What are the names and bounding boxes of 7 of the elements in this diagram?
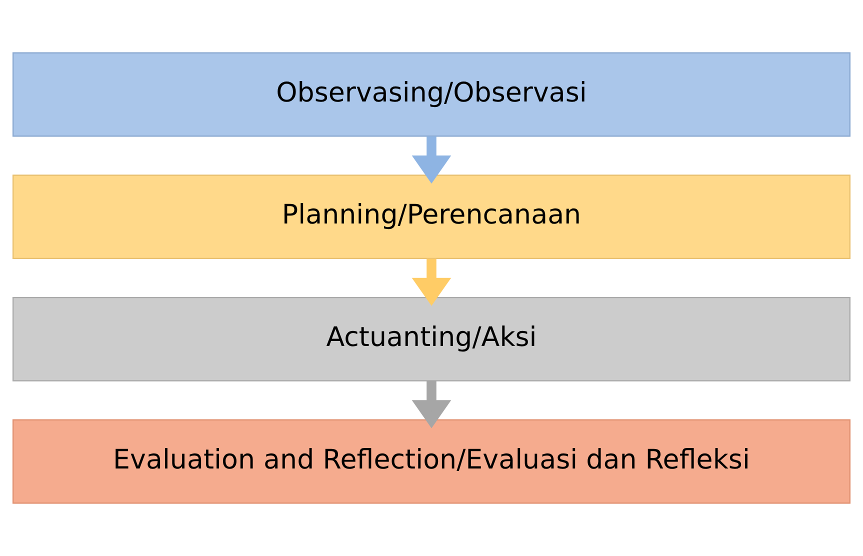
node-box: Actuanting/Aksi xyxy=(12,296,851,382)
node-box: Observasing/Observasi xyxy=(12,52,851,137)
arrow xyxy=(412,258,452,306)
node-box: Evaluation and Reflection/Evaluasi dan Refleksi xyxy=(12,419,851,504)
arrow xyxy=(412,136,452,184)
arrow xyxy=(412,380,452,428)
node-box: Planning/Perencanaan xyxy=(12,174,851,260)
